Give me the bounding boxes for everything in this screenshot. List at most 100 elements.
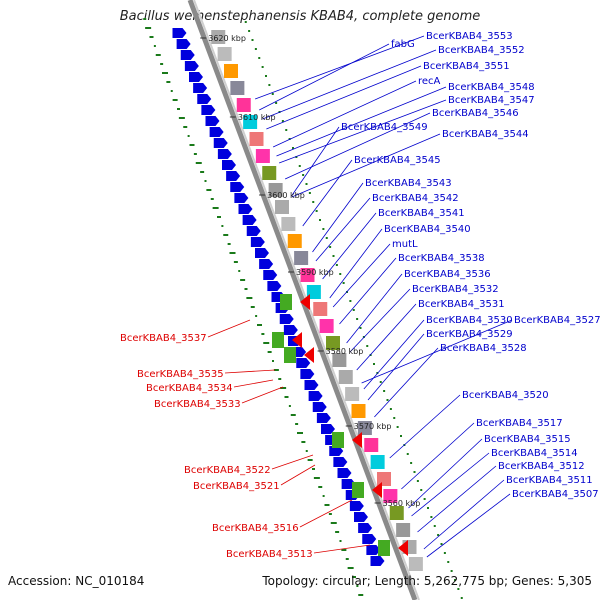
gene-box (389, 506, 404, 520)
reverse-gene-box (332, 432, 344, 448)
forward-gene-arrow (329, 446, 344, 456)
leader-line (374, 347, 439, 418)
gc-dot (295, 156, 298, 158)
reverse-gene-arrow (300, 294, 310, 310)
gc-dot (275, 102, 278, 104)
leader-line (426, 493, 511, 558)
gc-dash (212, 207, 219, 209)
gc-dot (359, 327, 362, 329)
leader-line (339, 257, 397, 325)
forward-gene-label: BcerKBAB4_3530 (426, 315, 513, 326)
forward-gene-arrow (184, 61, 199, 71)
gc-dash (267, 351, 272, 353)
gene-box (262, 166, 277, 180)
forward-gene-arrow (222, 160, 236, 170)
gc-dash (246, 297, 253, 299)
gc-dash (189, 144, 195, 146)
gc-dash (318, 486, 323, 488)
gc-dash (324, 504, 330, 506)
forward-gene-arrow (296, 358, 311, 368)
gc-dot (366, 345, 369, 347)
reverse-gene-box (280, 294, 292, 310)
gc-dot (393, 417, 396, 419)
leader-line (332, 243, 391, 308)
forward-gene-arrow (201, 105, 216, 115)
gc-dash (238, 270, 241, 272)
forward-gene-arrow (205, 116, 220, 126)
forward-gene-label: BcerKBAB4_3546 (432, 108, 519, 119)
gc-dash (358, 594, 364, 596)
reverse-gene-box (272, 332, 284, 348)
gc-dash (178, 117, 185, 119)
leader-line (417, 465, 497, 533)
gc-dot (447, 561, 450, 563)
gc-dash (328, 513, 332, 515)
forward-gene-label: BcerKBAB4_3528 (440, 343, 527, 354)
gene-box (351, 404, 366, 418)
gc-dot (433, 525, 436, 527)
forward-gene-label: BcerKBAB4_3544 (442, 129, 529, 140)
gc-dot (396, 426, 399, 428)
leader-line (401, 422, 475, 490)
leader-line (291, 126, 340, 197)
leader-line (302, 159, 353, 227)
gc-dash (313, 477, 320, 479)
gc-dash (170, 90, 173, 92)
forward-gene-label: BcerKBAB4_3547 (448, 95, 535, 106)
gene-box (396, 523, 411, 537)
gc-dot (322, 228, 325, 230)
forward-gene-arrow (213, 138, 228, 148)
gc-dot (254, 48, 257, 50)
gc-dash (295, 423, 299, 425)
leader-line (389, 394, 461, 459)
reverse-gene-label: BcerKBAB4_3513 (226, 549, 313, 560)
gc-dash (221, 225, 224, 227)
accession-text: Accession: NC_010184 (8, 574, 145, 588)
gc-dash (177, 108, 180, 110)
forward-gene-arrow (316, 413, 331, 423)
leader-line (291, 133, 441, 198)
forward-gene-label: recA (418, 76, 441, 87)
gc-dot (437, 534, 440, 536)
gc-dot (315, 210, 318, 212)
forward-gene-label: BcerKBAB4_3529 (426, 329, 513, 340)
forward-gene-arrow (197, 94, 212, 104)
leader-line (411, 452, 490, 517)
leader-line (259, 43, 390, 111)
gene-box (338, 370, 353, 384)
forward-gene-label: BcerKBAB4_3552 (438, 45, 525, 56)
reverse-gene-label: BcerKBAB4_3522 (184, 465, 271, 476)
forward-gene-label: BcerKBAB4_3551 (423, 61, 510, 72)
leader-line (254, 35, 425, 100)
forward-gene-arrow (230, 182, 245, 192)
gc-dot (305, 183, 308, 185)
tick-label: 3610 kbp (238, 113, 276, 122)
gc-dash (162, 72, 168, 74)
label-leader-lines (207, 35, 513, 558)
gene-box (217, 47, 232, 61)
gene-box (249, 132, 264, 146)
gc-dot (339, 273, 342, 275)
forward-gene-arrow (354, 512, 368, 522)
gc-dash (288, 405, 291, 407)
gc-dash (312, 468, 315, 470)
forward-gene-label: BcerKBAB4_3548 (448, 82, 535, 93)
gc-dash (233, 261, 238, 263)
gene-box (300, 268, 315, 282)
gc-dash (356, 585, 359, 587)
reverse-gene-label: BcerKBAB4_3521 (193, 481, 280, 492)
gc-dot (379, 381, 382, 383)
gc-dot (423, 498, 426, 500)
gc-dot (285, 129, 288, 131)
gc-dot (440, 543, 443, 545)
forward-gene-arrow (337, 468, 352, 478)
forward-gene-arrow (333, 457, 348, 467)
leader-line (329, 228, 383, 299)
gc-dot (292, 147, 294, 149)
gene-box (294, 251, 309, 265)
gc-content-track (143, 18, 463, 599)
gene-box (287, 234, 302, 248)
reverse-gene-arrow (398, 540, 408, 556)
gc-dash (297, 432, 303, 434)
